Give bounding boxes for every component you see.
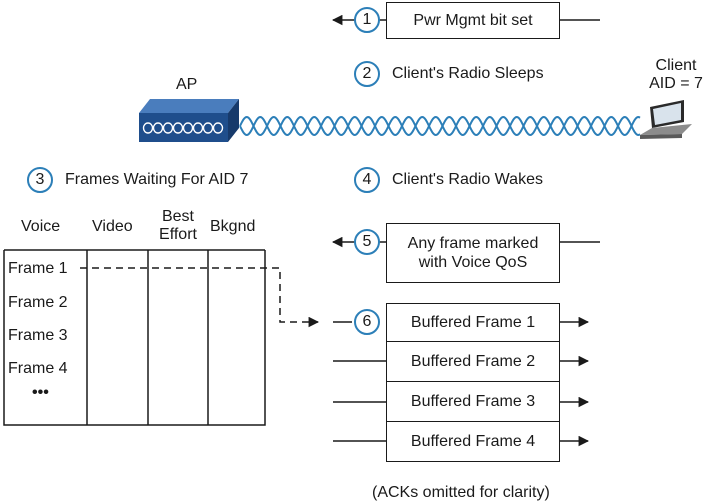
client-label-line1: Client <box>655 57 697 74</box>
voice-frame-1: Frame 1 <box>8 260 68 277</box>
buffered-frame-1-box: Buffered Frame 1 <box>386 303 560 342</box>
radio-wave-icon <box>239 115 641 137</box>
voice-frame-more: ••• <box>32 384 49 401</box>
footnote: (ACKs omitted for clarity) <box>372 484 550 501</box>
step-badge-3: 3 <box>27 167 53 193</box>
voice-qos-line1: Any frame marked <box>407 235 539 252</box>
step2-text: Client's Radio Sleeps <box>392 65 544 82</box>
queue-header-background: Bkgnd <box>210 218 256 235</box>
queue-header-voice: Voice <box>21 218 61 235</box>
queue-header-video: Video <box>92 218 133 235</box>
step-badge-2: 2 <box>354 61 380 87</box>
frame1-dashed-path <box>80 267 320 328</box>
queue-table <box>3 249 266 426</box>
voice-frame-4: Frame 4 <box>8 360 68 377</box>
access-point-icon <box>139 99 239 142</box>
voice-qos-box: Any frame marked with Voice QoS <box>386 223 560 283</box>
step-badge-6: 6 <box>354 309 380 335</box>
step3-text: Frames Waiting For AID 7 <box>65 171 249 188</box>
client-label: Client AID = 7 <box>644 57 708 93</box>
voice-frame-2: Frame 2 <box>8 294 68 311</box>
client-label-line2: AID = 7 <box>649 75 703 92</box>
step4-text: Client's Radio Wakes <box>392 171 543 188</box>
buffered-frame-2-box: Buffered Frame 2 <box>386 341 560 382</box>
radio-wave-icon <box>239 115 641 137</box>
pwr-mgmt-box: Pwr Mgmt bit set <box>386 2 560 39</box>
voice-frame-3: Frame 3 <box>8 327 68 344</box>
laptop-icon <box>640 100 692 139</box>
step-badge-4: 4 <box>354 167 380 193</box>
buffered-frame-4-box: Buffered Frame 4 <box>386 421 560 462</box>
queue-header-best-effort-line1: Best <box>161 208 194 225</box>
step-badge-1: 1 <box>354 7 380 33</box>
queue-header-best-effort: Best Effort <box>148 208 208 244</box>
ap-label: AP <box>176 76 198 93</box>
step-badge-5: 5 <box>354 229 380 255</box>
buffered-frame-3-box: Buffered Frame 3 <box>386 381 560 422</box>
queue-header-best-effort-line2: Effort <box>159 226 197 243</box>
voice-qos-line2: with Voice QoS <box>418 254 528 271</box>
